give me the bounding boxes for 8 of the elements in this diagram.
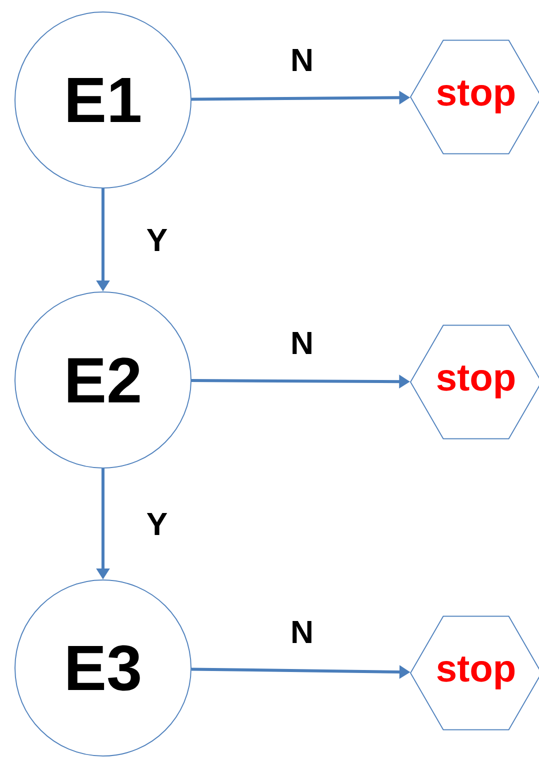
edge-label: Y — [146, 229, 168, 252]
stop-hexagon: stop — [410, 324, 539, 440]
stop-hexagon: stop — [410, 40, 539, 154]
edge-label: N — [292, 49, 312, 71]
edge-label: N — [292, 332, 312, 354]
edge-label: N — [292, 621, 312, 644]
edge-label: Y — [146, 513, 168, 536]
stop-hexagon: stop — [410, 616, 539, 730]
